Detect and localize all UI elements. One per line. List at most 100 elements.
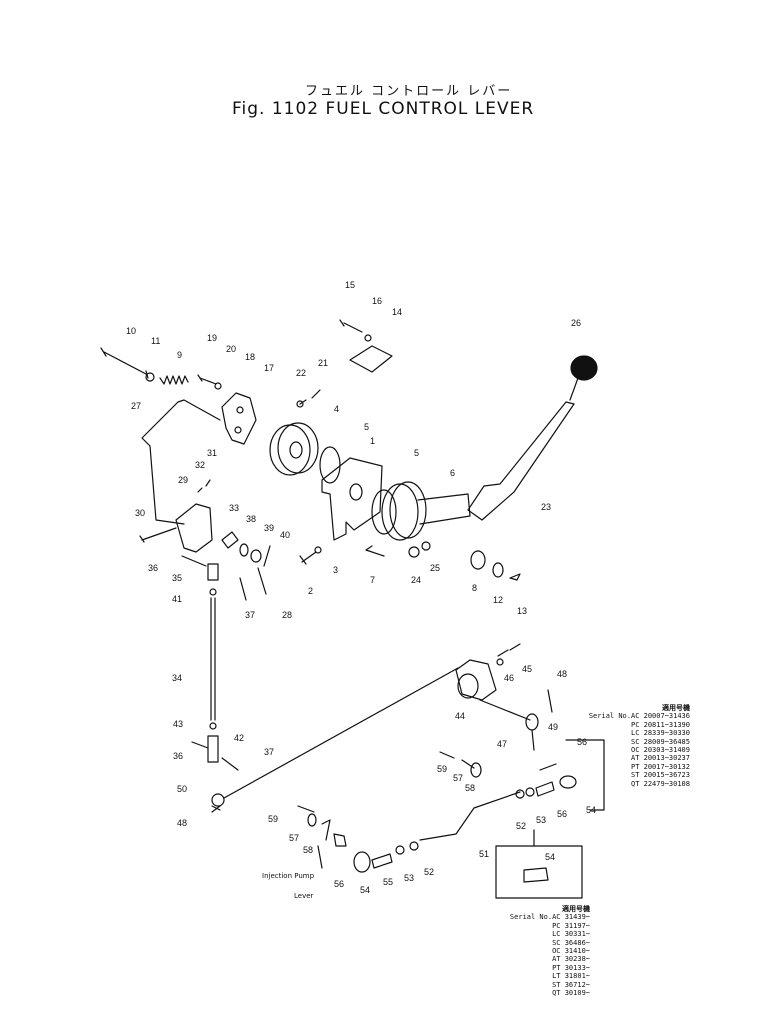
part-number-25: 25 <box>430 563 440 573</box>
pin-13 <box>509 573 521 581</box>
stud-56-low <box>333 833 347 847</box>
part-number-35: 35 <box>172 573 182 583</box>
part-number-6: 6 <box>450 468 455 478</box>
serial-line: QT 22479~30108 <box>630 779 690 788</box>
figure-title: Fig. 1102 FUEL CONTROL LEVER <box>232 99 535 119</box>
part-number-1: 1 <box>370 436 375 446</box>
serial-line: PT 30133~ <box>552 963 590 972</box>
part-number-46: 46 <box>504 673 514 683</box>
hole <box>234 426 242 434</box>
lever-50 <box>211 793 225 807</box>
serial-line: PC 31197~ <box>552 921 590 930</box>
part-number-52: 52 <box>424 867 434 877</box>
drum-6-back <box>389 481 427 539</box>
serial-line: SC 36486~ <box>552 938 590 947</box>
bracket-1-bore <box>349 483 363 501</box>
washer-8 <box>470 550 486 570</box>
rod-51 <box>419 791 521 841</box>
pin-37b <box>221 757 239 771</box>
joint-42 <box>207 735 219 763</box>
washer-57-low <box>307 813 317 827</box>
serial-line: SC 28009~36485 <box>630 737 690 746</box>
serial-note-bottom: 適用号機 Serial No.AC 31439~PC 31197~LC 3033… <box>470 905 590 997</box>
nut-52-low <box>409 841 419 851</box>
part-number-37: 37 <box>245 610 255 620</box>
clevis-33 <box>221 531 239 549</box>
shaft-6 <box>417 493 471 525</box>
part-number-37: 37 <box>264 747 274 757</box>
rod-27 <box>141 399 221 525</box>
washer-3 <box>314 546 322 554</box>
long-bolt-10 <box>100 347 149 379</box>
part-number-56: 56 <box>334 879 344 889</box>
part-number-16: 16 <box>372 296 382 306</box>
rod-34 <box>210 597 216 721</box>
lever-44 <box>455 659 497 701</box>
part-number-56: 56 <box>557 809 567 819</box>
ball-54 <box>559 775 577 789</box>
part-number-32: 32 <box>195 460 205 470</box>
serial-line: PT 20017~30132 <box>630 762 690 771</box>
pin-59 <box>439 751 455 759</box>
nut-24 <box>408 546 420 558</box>
part-number-51: 51 <box>479 849 489 859</box>
spring-58-57 <box>461 759 475 769</box>
bolt-21-22 <box>299 389 321 405</box>
serial-line: OC 20303~31409 <box>630 746 690 755</box>
lever-44-hub <box>457 673 479 699</box>
part-number-31: 31 <box>207 448 217 458</box>
part-number-56: 56 <box>577 737 587 747</box>
part-number-57: 57 <box>453 773 463 783</box>
serial-heading: 適用号機 <box>662 704 690 712</box>
pump-label-line: Injection Pump <box>262 872 315 880</box>
part-number-36: 36 <box>173 751 183 761</box>
socket-55 <box>535 781 555 797</box>
serial-bracket <box>565 739 605 811</box>
nut-52 <box>515 789 525 799</box>
part-number-44: 44 <box>455 711 465 721</box>
serial-lines: Serial No.AC 31439~PC 31197~LC 30331~SC … <box>470 913 590 997</box>
title-japanese: フュエル コントロール レバー <box>305 84 513 99</box>
serial-line: Serial No.AC 20007~31436 <box>588 712 690 721</box>
part-number-52: 52 <box>516 821 526 831</box>
hub-4-back <box>277 422 319 474</box>
washer-38 <box>239 543 249 557</box>
socket-55-low <box>371 853 393 869</box>
part-number-13: 13 <box>517 606 527 616</box>
part-number-40: 40 <box>280 530 290 540</box>
joint-35 <box>207 563 219 581</box>
part-number-17: 17 <box>264 363 274 373</box>
part-number-55: 55 <box>383 877 393 887</box>
part-number-7: 7 <box>370 575 375 585</box>
pins-37-28 <box>239 567 267 601</box>
lever-49 <box>525 713 539 731</box>
washer-5 <box>319 446 341 484</box>
part-number-57: 57 <box>289 833 299 843</box>
part-number-29: 29 <box>178 475 188 485</box>
part-number-18: 18 <box>245 352 255 362</box>
pin-36b <box>191 741 209 749</box>
stud-56 <box>539 763 557 771</box>
serial-line: AT 20013~30237 <box>630 754 690 763</box>
part-number-3: 3 <box>333 565 338 575</box>
washer-57 <box>470 762 482 778</box>
bolt-30 <box>139 527 177 543</box>
part-number-59: 59 <box>437 764 447 774</box>
part-number-59: 59 <box>268 814 278 824</box>
part-number-43: 43 <box>173 719 183 729</box>
part-number-38: 38 <box>246 514 256 524</box>
bolt-45 <box>497 643 521 657</box>
part-number-14: 14 <box>392 307 402 317</box>
serial-line: AT 30238~ <box>552 955 590 964</box>
pump-label-line: Lever <box>294 892 314 900</box>
part-number-22: 22 <box>296 368 306 378</box>
spring-9 <box>159 375 189 385</box>
nut-22 <box>296 400 304 408</box>
lever-49-arm <box>531 729 535 751</box>
part-number-49: 49 <box>548 722 558 732</box>
pin-7 <box>365 545 385 557</box>
nut-41 <box>209 588 217 596</box>
part-number-36: 36 <box>148 563 158 573</box>
hole <box>236 406 244 414</box>
part-number-23: 23 <box>541 502 551 512</box>
